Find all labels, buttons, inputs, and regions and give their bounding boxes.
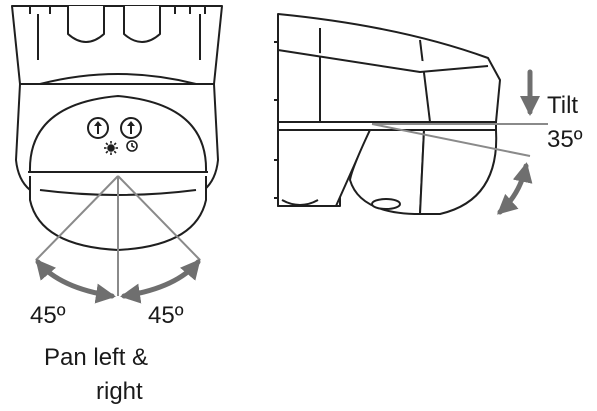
tilt-guide-lines bbox=[371, 123, 548, 157]
front-view-sensor bbox=[11, 5, 223, 251]
tilt-label: Tilt bbox=[547, 92, 579, 119]
pan-guide-lines bbox=[35, 175, 201, 296]
front-knob-right bbox=[120, 117, 142, 139]
pan-caption-line1: Pan left & bbox=[44, 344, 149, 371]
pan-left-angle-label: 45º bbox=[30, 302, 66, 329]
tilt-range-arrow bbox=[497, 162, 533, 215]
clock-icon bbox=[126, 140, 138, 152]
pan-right-angle-label: 45º bbox=[148, 302, 184, 329]
pan-caption-line2: right bbox=[96, 378, 143, 405]
pan-arrows bbox=[35, 258, 201, 304]
tilt-angle-label: 35º bbox=[547, 126, 583, 153]
sun-icon bbox=[104, 141, 118, 155]
front-knob-left bbox=[87, 117, 109, 139]
side-view-sensor bbox=[274, 13, 501, 215]
